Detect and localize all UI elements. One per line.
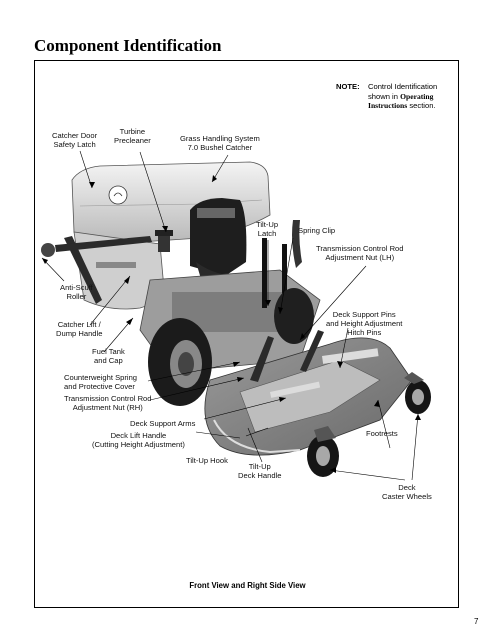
- note-bold-2: Instructions: [368, 101, 408, 110]
- label-transmission-lh: Transmission Control Rod Adjustment Nut …: [316, 244, 404, 262]
- page-title: Component Identification: [34, 36, 222, 55]
- label-tilt-up-deck-handle: Tilt-Up Deck Handle: [238, 462, 282, 480]
- note-bold-1: Operating: [400, 91, 434, 101]
- figure-frame: [34, 60, 459, 608]
- label-catcher-door-safety-latch: Catcher Door Safety Latch: [52, 131, 98, 149]
- note-line2: shown in: [368, 91, 398, 101]
- label-fuel-tank-and-cap: Fuel Tank and Cap: [92, 347, 125, 365]
- note-text: Control Identification shown in Operatin…: [368, 82, 437, 111]
- label-transmission-rh: Transmission Control Rod Adjustment Nut …: [64, 394, 152, 412]
- label-spring-clip: Spring Clip: [298, 226, 336, 235]
- note-tail: section.: [409, 101, 436, 110]
- label-counterweight-spring: Counterweight Spring and Protective Cove…: [64, 373, 138, 391]
- note-label: NOTE:: [336, 82, 360, 91]
- label-deck-support-pins: Deck Support Pins and Height Adjustment …: [326, 310, 403, 337]
- label-tilt-up-latch: Tilt-Up Latch: [256, 220, 279, 238]
- label-turbine-precleaner: Turbine Precleaner: [114, 127, 151, 145]
- label-footrests: Footrests: [366, 429, 398, 438]
- note-line1: Control Identification: [368, 82, 438, 91]
- label-catcher-lift-dump-handle: Catcher Lift / Dump Handle: [56, 320, 103, 338]
- figure-caption: Front View and Right Side View: [189, 581, 306, 590]
- page-number: 7: [474, 617, 479, 626]
- label-deck-lift-handle: Deck Lift Handle (Cutting Height Adjustm…: [92, 431, 185, 449]
- label-deck-support-arms: Deck Support Arms: [130, 419, 196, 428]
- label-tilt-up-hook: Tilt-Up Hook: [186, 456, 228, 465]
- label-grass-handling-system: Grass Handling System 7.0 Bushel Catcher: [180, 134, 260, 152]
- label-anti-scuff-roller: Anti-Scuff Roller: [60, 283, 93, 301]
- label-deck-caster-wheels: Deck Caster Wheels: [382, 483, 432, 501]
